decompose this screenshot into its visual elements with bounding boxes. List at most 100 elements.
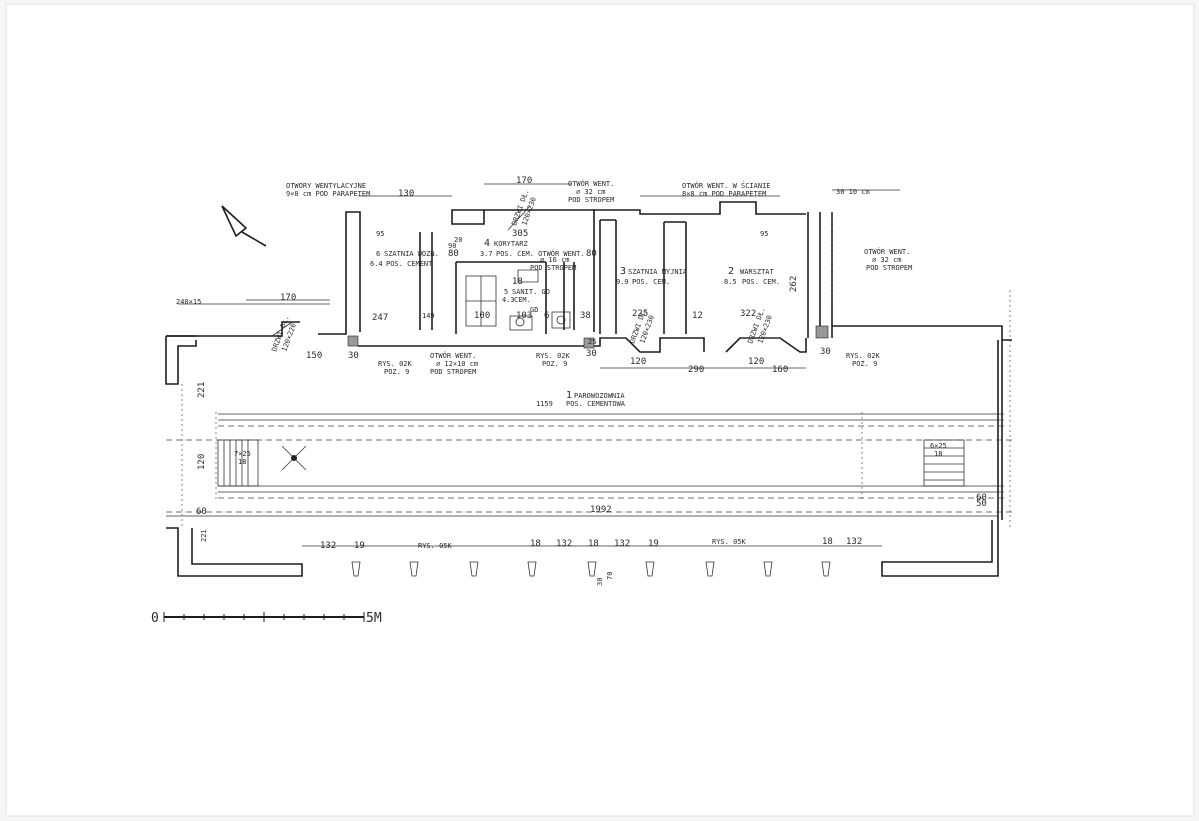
dim-132-d: 132: [846, 537, 862, 547]
room-6-number: 6: [376, 250, 380, 258]
dim-160: 160: [772, 365, 788, 375]
room-6-name: SZATNIA WOZN.: [384, 250, 439, 258]
stairs-left: [217, 439, 259, 487]
dim-130: 130: [398, 189, 414, 199]
ref-rys-1b: POZ. 9: [384, 368, 409, 376]
dim-90: 90: [448, 242, 456, 250]
vent-note-bottom: OTWÓR WENT.: [430, 351, 476, 360]
drain-symbol: [281, 445, 307, 471]
paper-card: [5, 3, 1195, 817]
stairs-right-label-2: 18: [934, 450, 942, 458]
dim-322: 322: [740, 309, 756, 319]
dim-30-b: 30: [820, 347, 831, 357]
dim-20: 20: [454, 236, 462, 244]
vent-note-top-left: OTWORY WENTYLACYJNE: [286, 182, 366, 190]
room-4-number: 4: [484, 238, 490, 249]
vent-note-top-mid-3: POD STROPEM: [568, 196, 614, 204]
dim-170-left: 170: [280, 293, 296, 303]
room-3-number: 3: [620, 266, 626, 277]
room-1-name: PAROWOZOWNIA: [574, 392, 625, 400]
vent-note-right-3: POD STROPEM: [866, 264, 912, 272]
room-6-floor: POS. CEMENT: [386, 260, 433, 268]
dim-18: 18: [512, 277, 523, 287]
main-hall-walls: [165, 201, 1012, 577]
room-1-number: 1: [566, 390, 572, 401]
dim-305: 305: [512, 229, 528, 239]
dim-38: 38: [580, 311, 591, 321]
vent-note-bottom-3: POD STROPEM: [430, 368, 476, 376]
stairs-left-label-2: 18: [238, 458, 246, 466]
dim-100: 100: [474, 311, 490, 321]
floor-plan: [165, 183, 1014, 577]
room-5-name: SANIT. GD: [512, 288, 550, 296]
room-3-area: 9.9: [616, 278, 629, 286]
scale-bar: 0 5M: [151, 611, 382, 626]
room-4-area: 3.7: [480, 250, 493, 258]
dim-240: 240×15: [176, 298, 201, 306]
room-2-area: 8.5: [724, 278, 737, 286]
dim-132-b: 132: [556, 539, 572, 549]
dim-132-c: 132: [614, 539, 630, 549]
stairs-right-label: 6×25: [930, 442, 947, 450]
dim-19-b: 19: [648, 539, 659, 549]
dim-95-a: 95: [376, 230, 384, 238]
dim-1992: 1992: [590, 505, 612, 515]
ref-rys-2b: POZ. 9: [542, 360, 567, 368]
ref-rys-5: RYS. 05K: [712, 538, 747, 546]
dim-50: 50: [976, 499, 987, 509]
dim-95-b: 95: [760, 230, 768, 238]
room-5-floor: CEM.: [514, 296, 531, 304]
vent-note-top-right: OTWÓR WENT. W ŚCIANIE: [682, 181, 771, 190]
room-4-note-3: POD STROPEM: [530, 264, 576, 272]
room-3-name: SZATNIA MYJNIA: [628, 268, 688, 276]
dim-30-c: 30: [586, 349, 597, 359]
room-3-floor: POS. CEM.: [632, 278, 670, 286]
vent-note-top-mid: OTWÓR WENT.: [568, 179, 614, 188]
dim-18-d: 18: [822, 537, 833, 547]
dim-80-a: 80: [448, 249, 459, 259]
dim-225: 225: [632, 309, 648, 319]
scale-bar-start: 0: [151, 611, 159, 626]
vent-note-top-mid-2: ⌀ 32 cm: [576, 188, 606, 196]
vent-note-right: OTWÓR WENT.: [864, 247, 910, 256]
dimension-lines: [166, 183, 1011, 547]
vent-note-right-2: ⌀ 32 cm: [872, 256, 902, 264]
room-1-floor: POS. CEMENTOWA: [566, 400, 626, 408]
dim-60-a: 60: [196, 507, 207, 517]
room-2-floor: POS. CEM.: [742, 278, 780, 286]
ref-rys-3: RYS. 02K: [846, 352, 881, 360]
room-4-note: POS. CEM. OTWÓR WENT.: [496, 249, 585, 258]
dim-25: 25: [588, 338, 596, 346]
room-5-fixture: GD: [530, 306, 538, 314]
sanitary-fixtures: [465, 269, 571, 331]
scale-bar-end: 5M: [366, 611, 382, 626]
dim-262: 262: [789, 276, 799, 292]
pillars: [351, 561, 831, 577]
dim-18-b: 18: [530, 539, 541, 549]
dim-19-a: 19: [354, 541, 365, 551]
north-arrow: [221, 205, 267, 247]
ref-rys-2: RYS. 02K: [536, 352, 571, 360]
room-labels: 1 PAROWOZOWNIA 1159 POS. CEMENTOWA 2 WAR…: [370, 238, 780, 408]
dim-60-b: 60: [976, 493, 987, 503]
dim-170-top: 170: [516, 176, 532, 186]
tracks: [166, 412, 1014, 513]
wall-hatches: [347, 325, 829, 349]
door-swings: [271, 205, 780, 339]
dim-132-a: 132: [320, 541, 336, 551]
vent-note-top-right-2: 8×8 cm POD PARAPETEM: [682, 190, 766, 198]
dim-30-v: 30: [596, 578, 604, 586]
vent-note-bottom-2: ⌀ 12×10 cm: [436, 360, 478, 368]
dim-6: 6: [544, 311, 549, 321]
ref-rys-3b: POZ. 9: [852, 360, 877, 368]
room-5-number: 5: [504, 288, 508, 296]
dim-221-b: 221: [200, 529, 208, 542]
vent-note-top-left-2: 9×8 cm POD PARAPETEM: [286, 190, 370, 198]
dim-120-v: 120: [197, 454, 207, 470]
dim-150: 150: [306, 351, 322, 361]
ref-rys-4: RYS. 05K: [418, 542, 453, 550]
dim-70: 70: [606, 572, 614, 580]
dim-80-b: 80: [586, 249, 597, 259]
dim-149: 149: [422, 312, 435, 320]
